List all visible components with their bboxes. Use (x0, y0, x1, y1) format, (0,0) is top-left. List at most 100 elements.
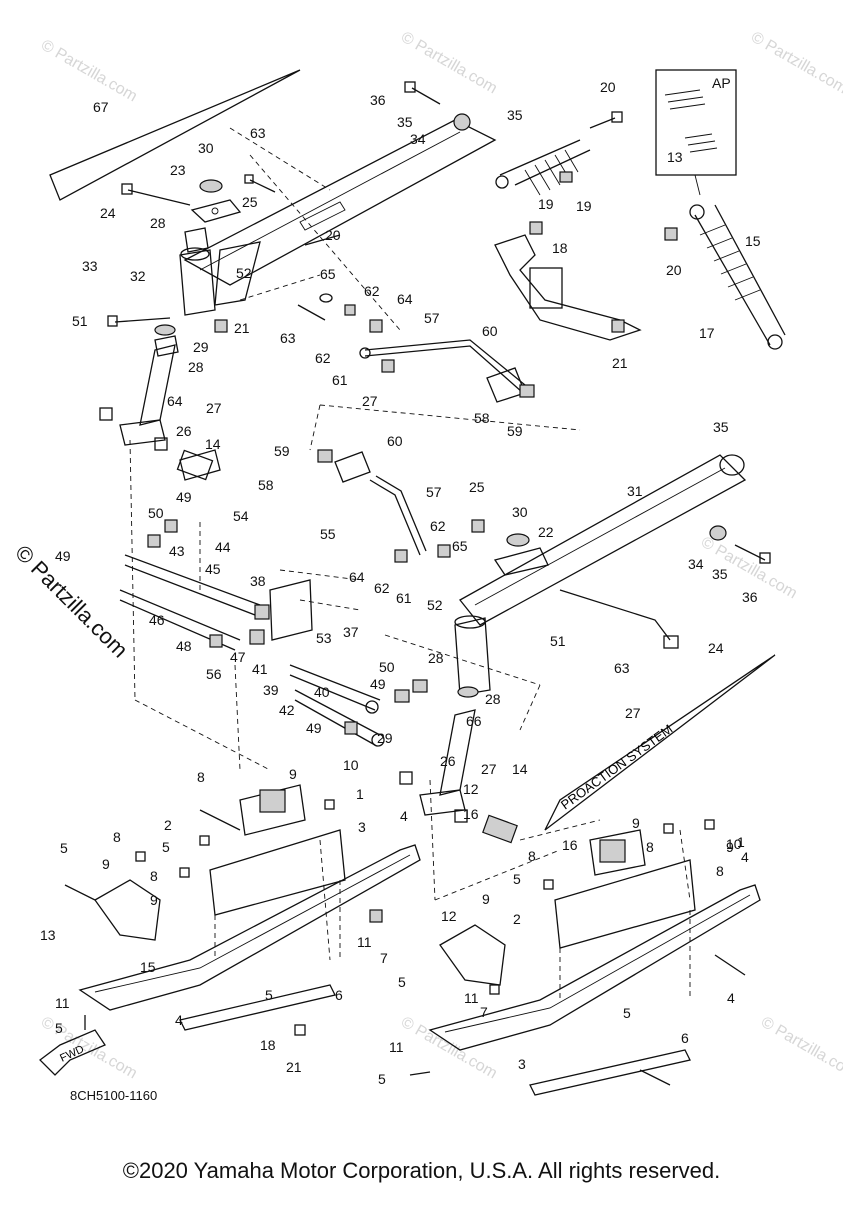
callout-60: 60 (482, 323, 498, 339)
callout-52: 52 (236, 265, 252, 281)
callout-16: 16 (562, 837, 578, 853)
bracket-53 (269, 569, 361, 641)
callout-31: 31 (627, 483, 643, 499)
callout-38: 38 (250, 573, 266, 589)
callout-8: 8 (197, 769, 205, 785)
callout-43: 43 (169, 543, 185, 559)
callout-61: 61 (396, 590, 412, 606)
bolt-51 (107, 315, 171, 327)
collar-34 (453, 113, 471, 131)
callout-64: 64 (349, 569, 365, 585)
callout-66: 66 (466, 713, 482, 729)
callout-9: 9 (289, 766, 297, 782)
callout-36: 36 (370, 92, 386, 108)
decal-67 (49, 69, 301, 201)
callout-8: 8 (646, 839, 654, 855)
callout-9: 9 (150, 892, 158, 908)
callout-27: 27 (362, 393, 378, 409)
cap-30 (199, 179, 223, 193)
callout-3: 3 (518, 1056, 526, 1072)
diagram-code: 8CH5100-1160 (70, 1088, 158, 1103)
callout-5: 5 (623, 1005, 631, 1021)
callout-63: 63 (614, 660, 630, 676)
callout-8: 8 (716, 863, 724, 879)
callout-51: 51 (550, 633, 566, 649)
callout-62: 62 (364, 283, 380, 299)
steering-column-left (99, 324, 179, 451)
callout-47: 47 (230, 649, 246, 665)
callout-4: 4 (400, 808, 408, 824)
callout-5: 5 (162, 839, 170, 855)
callout-20: 20 (600, 79, 616, 95)
callout-2: 2 (164, 817, 172, 833)
callout-42: 42 (279, 702, 295, 718)
callout-49: 49 (306, 720, 322, 736)
callout-13: 13 (40, 927, 56, 943)
callout-27: 27 (481, 761, 497, 777)
link-rod-37-40 (289, 664, 385, 747)
callout-11: 11 (389, 1039, 404, 1055)
callout-19: 19 (576, 198, 592, 214)
callout-8: 8 (150, 868, 158, 884)
callout-32: 32 (130, 268, 146, 284)
callout-67: 67 (93, 99, 109, 115)
fwd-label: FWD (58, 1043, 86, 1064)
bolt-24 (121, 183, 191, 206)
callout-18: 18 (552, 240, 568, 256)
callout-46: 46 (149, 612, 165, 628)
callout-5: 5 (398, 974, 406, 990)
callout-12: 12 (463, 781, 479, 797)
callout-5: 5 (378, 1071, 386, 1087)
callout-35: 35 (507, 107, 523, 123)
callout-61: 61 (332, 372, 348, 388)
callout-59: 59 (507, 423, 523, 439)
callout-62: 62 (315, 350, 331, 366)
callout-29: 29 (377, 730, 393, 746)
callout-7: 7 (480, 1004, 488, 1020)
callout-21: 21 (612, 355, 628, 371)
shock-absorber-upper (495, 139, 591, 196)
watermark-text: © Partzilla.com (758, 1014, 843, 1083)
watermark-text: © Partzilla.com (748, 29, 843, 98)
callout-49: 49 (55, 548, 71, 564)
callout-34: 34 (410, 131, 426, 147)
callout-21: 21 (286, 1059, 302, 1075)
callout-4: 4 (175, 1012, 183, 1028)
bolt-63-top (244, 174, 276, 193)
callout-37: 37 (343, 624, 359, 640)
callout-41: 41 (252, 661, 268, 677)
front-arm-upper (179, 119, 497, 316)
callout-4: 4 (741, 849, 749, 865)
callout-20: 20 (325, 227, 341, 243)
callout-24: 24 (100, 205, 116, 221)
callout-9: 9 (726, 839, 734, 855)
callout-23: 23 (170, 162, 186, 178)
ski-left-hardware (64, 799, 383, 1036)
callout-57: 57 (426, 484, 442, 500)
callout-40: 40 (314, 684, 330, 700)
callout-50: 50 (148, 505, 164, 521)
watermark-text: © Partzilla.com (398, 29, 500, 98)
callout-60: 60 (387, 433, 403, 449)
callout-65: 65 (452, 538, 468, 554)
decal-text: PROACTION SYSTEM (558, 721, 676, 812)
callout-19: 19 (538, 196, 554, 212)
callout-25: 25 (469, 479, 485, 495)
callout-13: 13 (667, 149, 683, 165)
copyright-notice: ©2020 Yamaha Motor Corporation, U.S.A. A… (122, 1158, 721, 1183)
watermark-text: © Partzilla.com (38, 37, 140, 106)
callout-20: 20 (666, 262, 682, 278)
bracket-22 (493, 533, 549, 576)
callout-35: 35 (712, 566, 728, 582)
callout-63: 63 (280, 330, 296, 346)
callout-9: 9 (102, 856, 110, 872)
callout-15: 15 (140, 959, 156, 975)
callout-4: 4 (727, 990, 735, 1006)
callout-33: 33 (82, 258, 98, 274)
callout-55: 55 (320, 526, 336, 542)
callout-9: 9 (482, 891, 490, 907)
callout-62: 62 (374, 580, 390, 596)
